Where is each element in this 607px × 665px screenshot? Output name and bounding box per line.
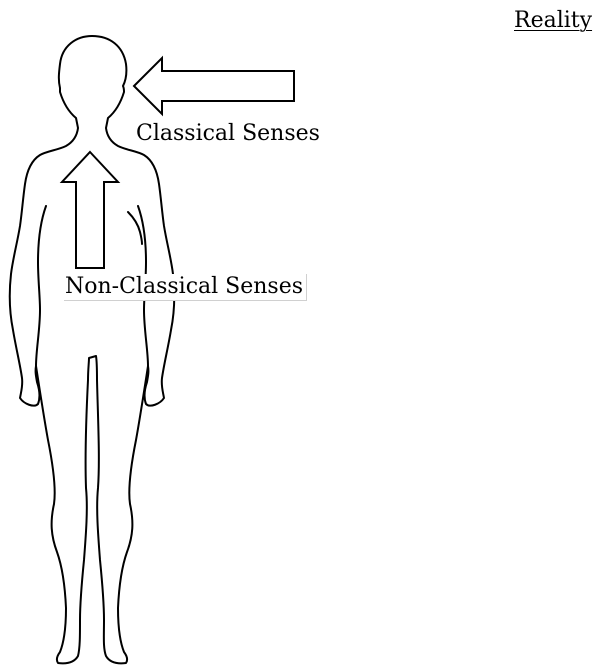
classical-senses-label: Classical Senses <box>136 123 320 145</box>
arrow-left-icon <box>134 58 294 114</box>
reality-label: Reality <box>514 10 592 32</box>
non-classical-senses-label: Non-Classical Senses <box>64 274 307 301</box>
